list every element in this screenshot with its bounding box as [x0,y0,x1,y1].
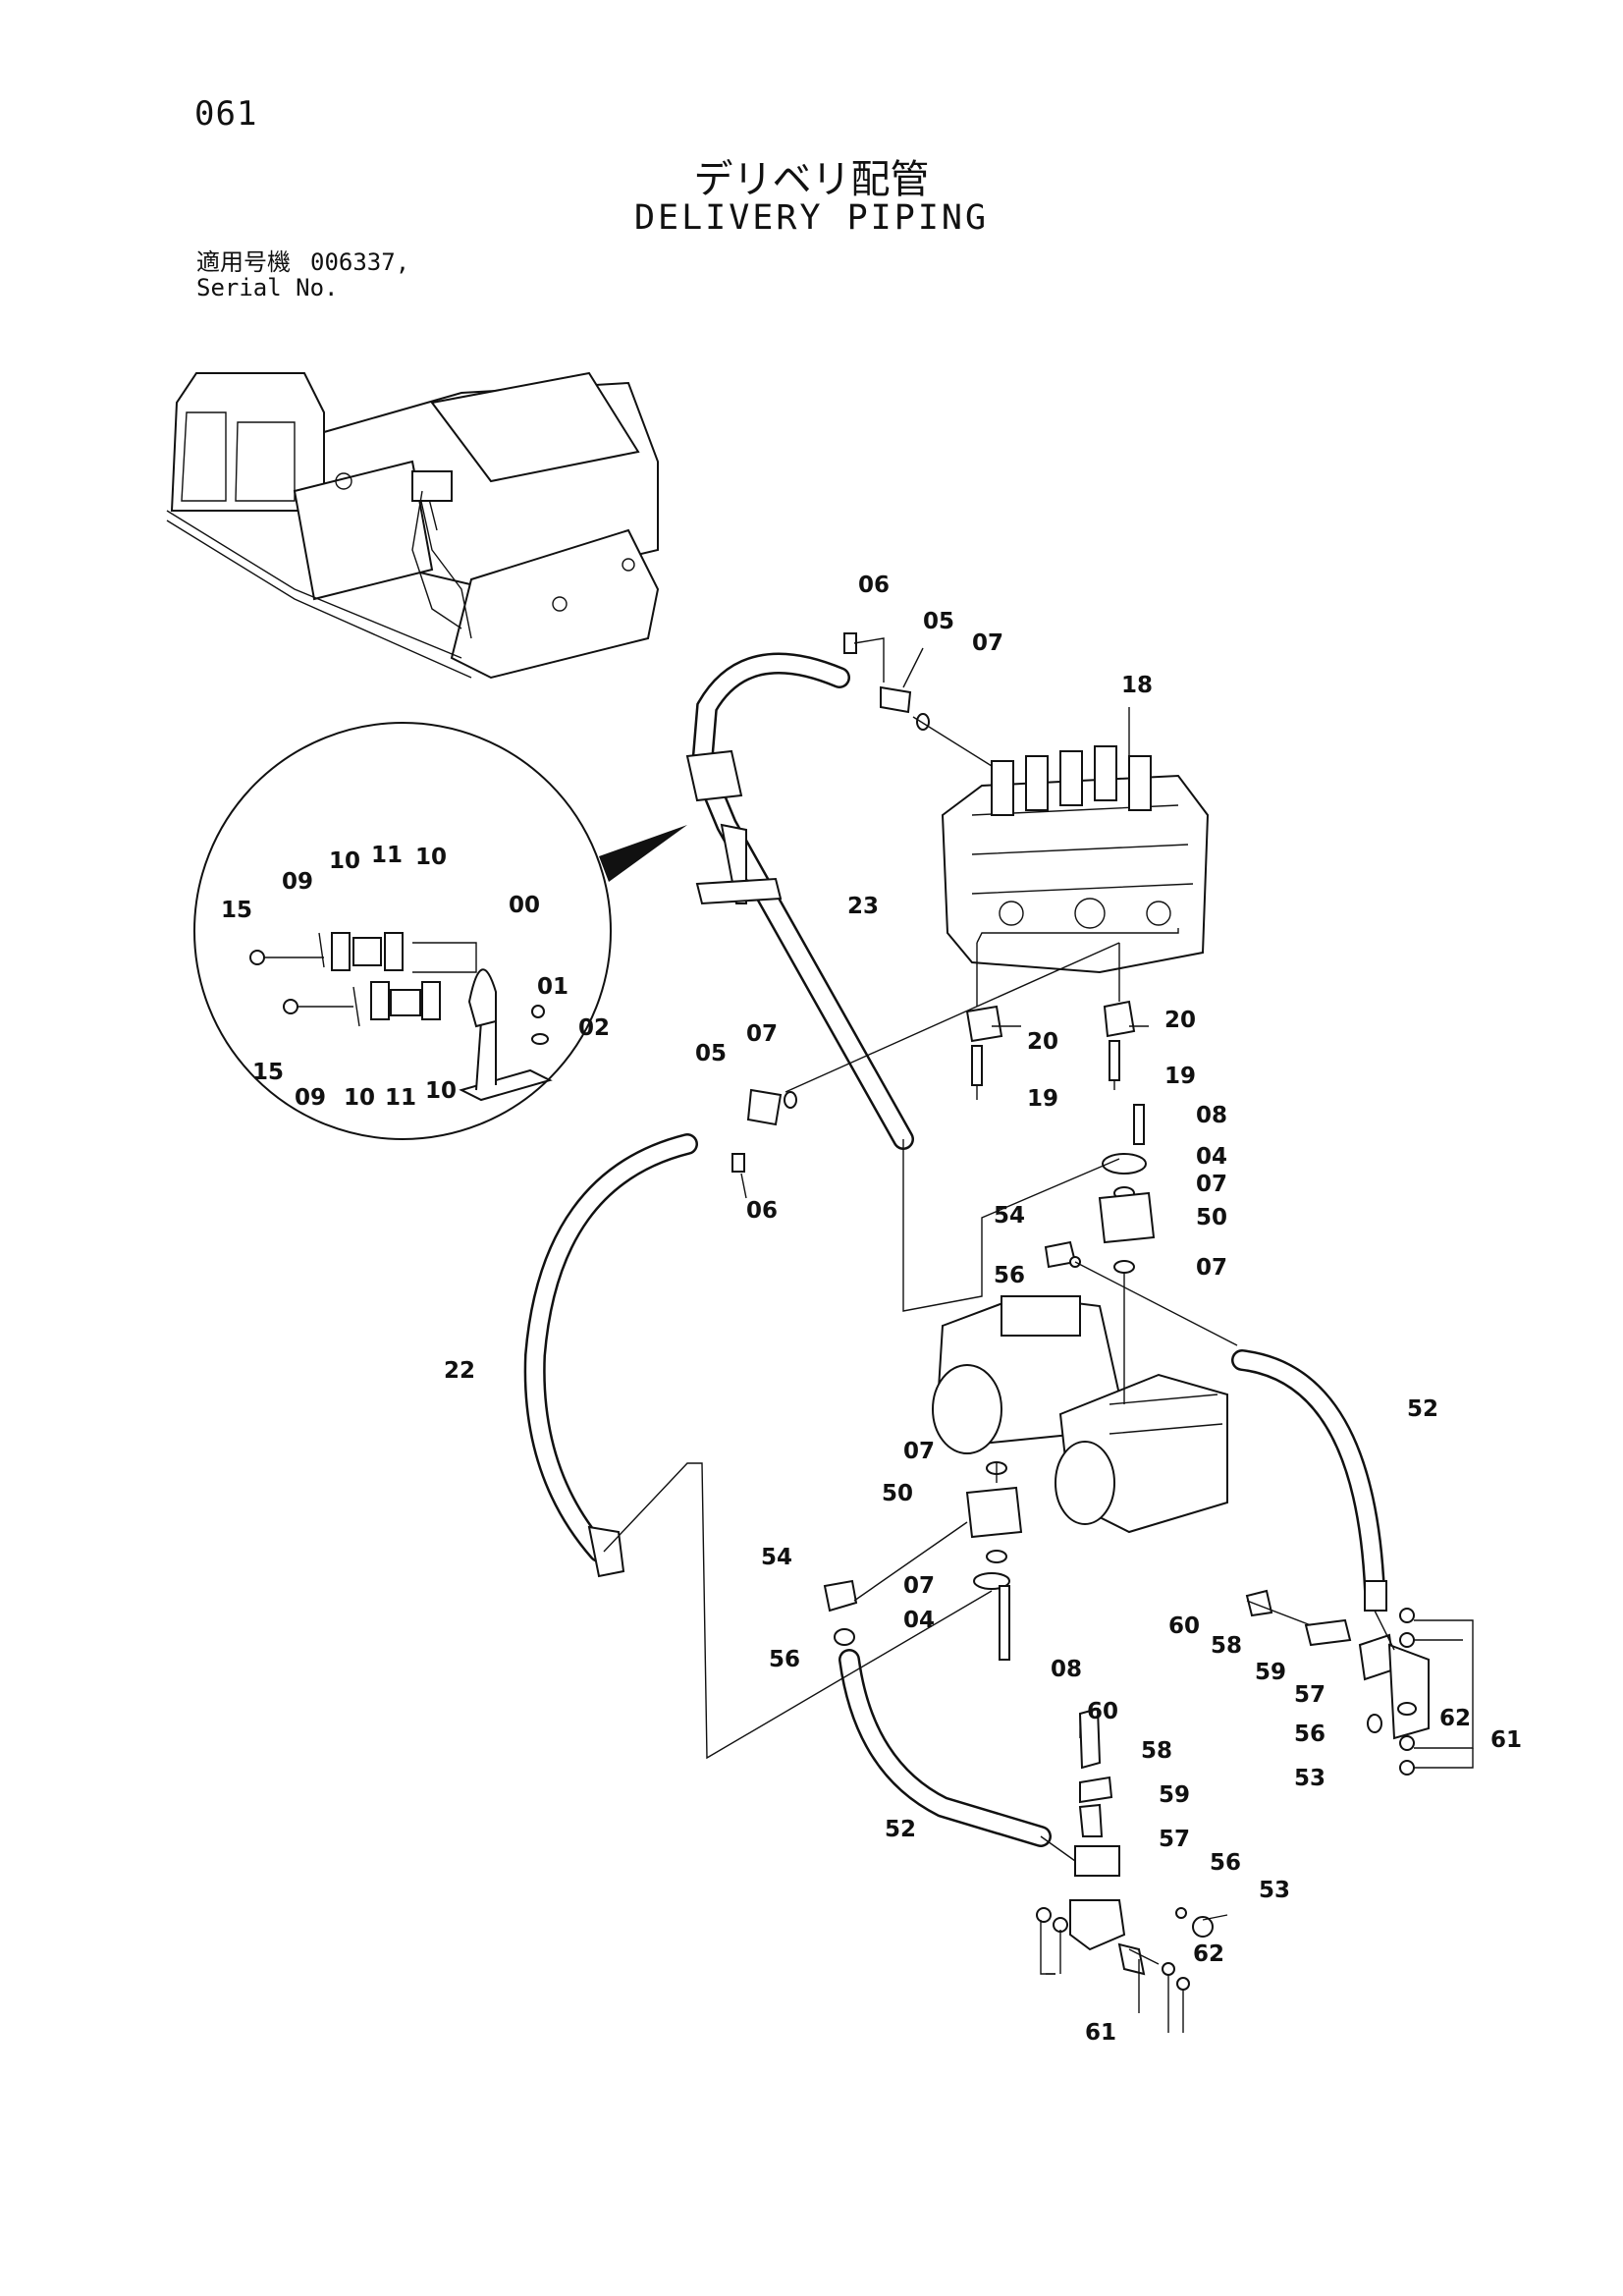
callout-02: 02 [578,1015,610,1041]
callout-53-lower: 53 [1259,1878,1290,1903]
callout-61-lower: 61 [1085,2020,1116,2046]
callout-11-b: 11 [385,1085,416,1111]
callout-10-a: 10 [329,848,360,874]
callout-19-left: 19 [1027,1086,1058,1112]
callout-09-b: 09 [295,1085,326,1111]
callout-54-top: 54 [994,1203,1025,1229]
delivery-hose-22 [523,1133,698,1578]
callout-09-a: 09 [282,869,313,895]
callout-11-a: 11 [371,843,403,868]
callout-07-lower: 07 [1196,1255,1227,1281]
callout-08-top: 08 [1196,1103,1227,1128]
callout-10-b: 10 [415,845,447,870]
callout-15-b: 15 [252,1060,284,1085]
callout-57-lower: 57 [1159,1827,1190,1852]
title-japanese: デリベリ配管 [693,157,930,202]
callout-20-left: 20 [1027,1029,1058,1055]
callout-00: 00 [509,893,540,918]
callout-07-upper: 07 [1196,1172,1227,1197]
callout-01: 01 [537,974,568,1000]
callout-15-a: 15 [221,898,252,923]
control-valve-18 [941,745,1210,974]
callout-labels: 06 05 07 18 10 11 10 09 15 00 01 02 15 0… [221,573,1522,2046]
leader-lines [603,637,1474,2033]
callout-06-top: 06 [858,573,890,598]
callout-08-lower: 08 [1051,1657,1082,1682]
callout-04-top: 04 [1196,1144,1227,1170]
callout-62-right: 62 [1439,1706,1471,1731]
serial-label-jp: 適用号機 [196,248,291,276]
callout-07-lower-block: 07 [903,1573,935,1599]
serial-label-en: Serial No. [196,274,339,301]
callout-19-right: 19 [1164,1064,1196,1089]
callout-58-lower: 58 [1141,1738,1172,1764]
main-pump-assembly [932,1294,1228,1534]
callout-52-right: 52 [1407,1396,1438,1422]
callout-52-lower: 52 [885,1817,916,1842]
delivery-hose-52-lower [839,1649,1052,1847]
serial-info: 適用号機 006337, Serial No. [196,249,409,301]
callout-59-right: 59 [1255,1660,1286,1685]
callout-07-pump: 07 [903,1439,935,1464]
callout-56-lower: 56 [769,1647,800,1672]
callout-56-top: 56 [994,1263,1025,1288]
detail-bracket-inset [193,722,687,1140]
callout-23: 23 [847,894,879,919]
delivery-pipe-23 [685,652,914,1150]
callout-07-top: 07 [972,630,1003,656]
callout-07-mid: 07 [746,1021,778,1047]
callout-60-right: 60 [1168,1613,1200,1639]
delivery-hose-52-right [1231,1349,1387,1612]
callout-56-right: 56 [1294,1722,1325,1747]
serial-value: 006337, [310,248,410,276]
callout-05-top: 05 [923,609,954,634]
callout-56-lower-right: 56 [1210,1850,1241,1876]
callout-59-lower: 59 [1159,1782,1190,1808]
callout-20-right: 20 [1164,1008,1196,1033]
title-english: DELIVERY PIPING [633,198,990,238]
callout-06-mid: 06 [746,1198,778,1224]
callout-50-top: 50 [1196,1205,1227,1230]
callout-54-lower: 54 [761,1545,792,1570]
callout-05-mid: 05 [695,1041,727,1066]
callout-10-d: 10 [425,1078,457,1104]
excavator-overview-illustration [166,371,660,680]
callout-18: 18 [1121,673,1153,698]
callout-04-lower: 04 [903,1608,935,1633]
callout-50-lower: 50 [882,1481,913,1506]
callout-60-lower: 60 [1087,1699,1118,1724]
callout-22: 22 [444,1358,475,1384]
callout-53-right: 53 [1294,1766,1325,1791]
callout-62-lower: 62 [1193,1941,1224,1967]
callout-10-c: 10 [344,1085,375,1111]
callout-58-right: 58 [1211,1633,1242,1659]
callout-61-right: 61 [1490,1727,1522,1753]
page-number: 061 [194,94,258,134]
callout-57-right: 57 [1294,1682,1325,1708]
